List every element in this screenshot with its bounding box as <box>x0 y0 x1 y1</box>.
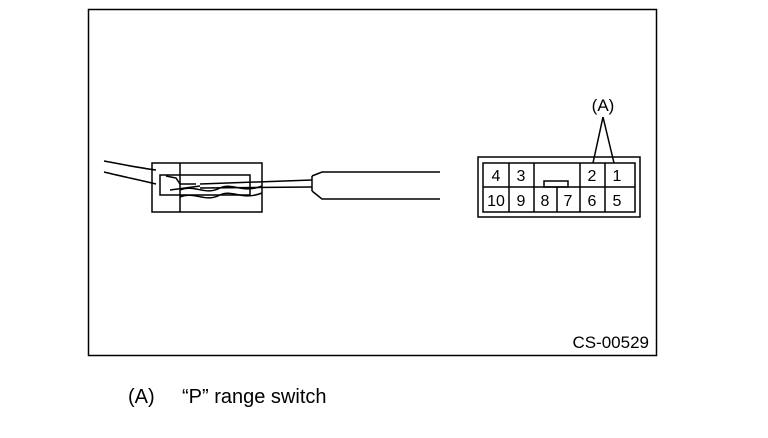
pin-label-4: 4 <box>492 168 501 185</box>
connector-face <box>477 116 641 218</box>
pin-label-5: 5 <box>613 193 622 210</box>
callout-label: (A) <box>592 96 615 115</box>
probe-illustration <box>103 160 440 213</box>
pin-label-2: 2 <box>588 168 597 185</box>
pin-label-1: 1 <box>613 168 622 185</box>
figure-code: CS-00529 <box>572 333 649 352</box>
pin-label-6: 6 <box>588 193 597 210</box>
legend: (A) “P” range switch <box>128 386 327 409</box>
legend-text: “P” range switch <box>182 386 327 408</box>
pin-label-9: 9 <box>517 193 526 210</box>
figure-frame <box>87 8 658 357</box>
pin-label-10: 10 <box>487 193 505 210</box>
pin-label-3: 3 <box>517 168 526 185</box>
pin-label-8: 8 <box>541 193 550 210</box>
legend-key: (A) <box>128 386 155 408</box>
pin-label-7: 7 <box>564 193 573 210</box>
